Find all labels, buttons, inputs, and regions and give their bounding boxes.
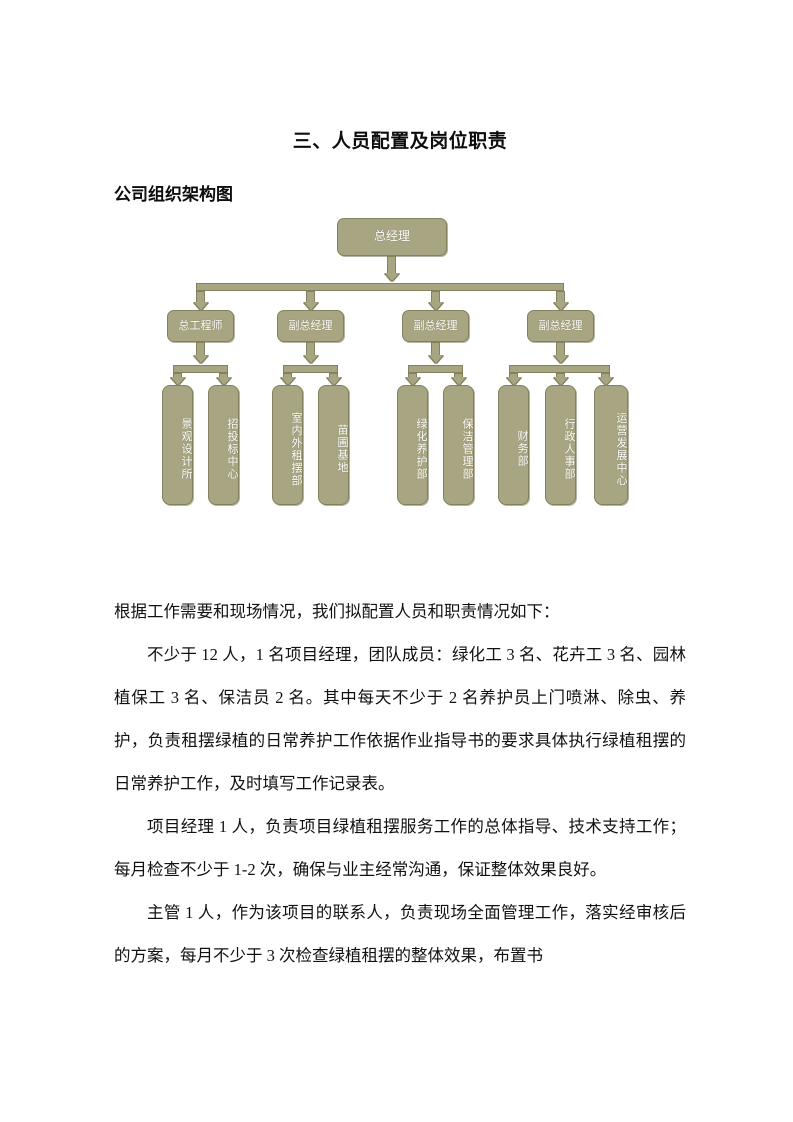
org-node-l2-6[interactable]: 财务部 [498,385,529,505]
connector-level1-bus [196,283,564,291]
arrowhead-stem-b1 [303,355,318,363]
arrowhead-b3-1 [553,377,568,385]
org-node-l2-2[interactable]: 室内外租摆部 [272,385,303,505]
arrowhead-l1-3 [553,302,568,310]
arrowhead-stem-b3 [553,355,568,363]
connector-bus-b1 [283,365,338,373]
org-node-l1-1[interactable]: 副总经理 [277,310,344,342]
section-heading-org-chart: 公司组织架构图 [114,185,233,204]
org-node-l2-7[interactable]: 行政人事部 [545,385,576,505]
paragraph-3: 主管 1 人，作为该项目的联系人，负责现场全面管理工作，落实经审核后的方案，每月… [114,903,686,965]
paragraph-2: 项目经理 1 人，负责项目绿植租摆服务工作的总体指导、技术支持工作；每月检查不少… [114,817,686,879]
paragraph-1: 不少于 12 人，1 名项目经理，团队成员：绿化工 3 名、花卉工 3 名、园林… [114,645,686,793]
org-node-l2-3[interactable]: 苗圃基地 [318,385,349,505]
arrowhead-b0-0 [170,377,185,385]
connector-bus-b0 [173,365,228,373]
arrowhead-b3-2 [598,377,613,385]
arrowhead-b0-1 [216,377,231,385]
org-chart: 总经理 总工程师 副总经理 副总经理 副总经理 景观设计所 招投标中心 [0,210,793,520]
arrowhead-l1-2 [428,302,443,310]
org-node-l1-3[interactable]: 副总经理 [527,310,594,342]
org-node-l2-1[interactable]: 招投标中心 [208,385,239,505]
arrowhead-l1-0 [193,302,208,310]
org-node-l2-4[interactable]: 绿化养护部 [397,385,428,505]
org-node-root[interactable]: 总经理 [337,218,447,256]
arrowhead-b2-1 [451,377,466,385]
org-node-l2-8[interactable]: 运营发展中心 [594,385,628,505]
arrowhead-stem-b2 [428,355,443,363]
connector-bus-b3 [509,365,610,373]
arrowhead-stem-b0 [193,355,208,363]
org-node-l1-0[interactable]: 总工程师 [167,310,234,342]
page-title: 三、人员配置及岗位职责 [292,131,508,152]
arrowhead-b1-1 [326,377,341,385]
paragraph-0: 根据工作需要和现场情况，我们拟配置人员和职责情况如下： [114,602,560,621]
org-node-l2-5[interactable]: 保洁管理部 [443,385,474,505]
arrowhead-b3-0 [506,377,521,385]
org-node-l2-0[interactable]: 景观设计所 [162,385,193,505]
connector-bus-b2 [408,365,463,373]
arrowhead-b1-0 [280,377,295,385]
arrowhead-root-to-bus [384,273,399,281]
arrowhead-l1-1 [303,302,318,310]
arrowhead-b2-0 [405,377,420,385]
body-content: 根据工作需要和现场情况，我们拟配置人员和职责情况如下： 不少于 12 人，1 名… [114,590,686,977]
org-node-l1-2[interactable]: 副总经理 [402,310,469,342]
